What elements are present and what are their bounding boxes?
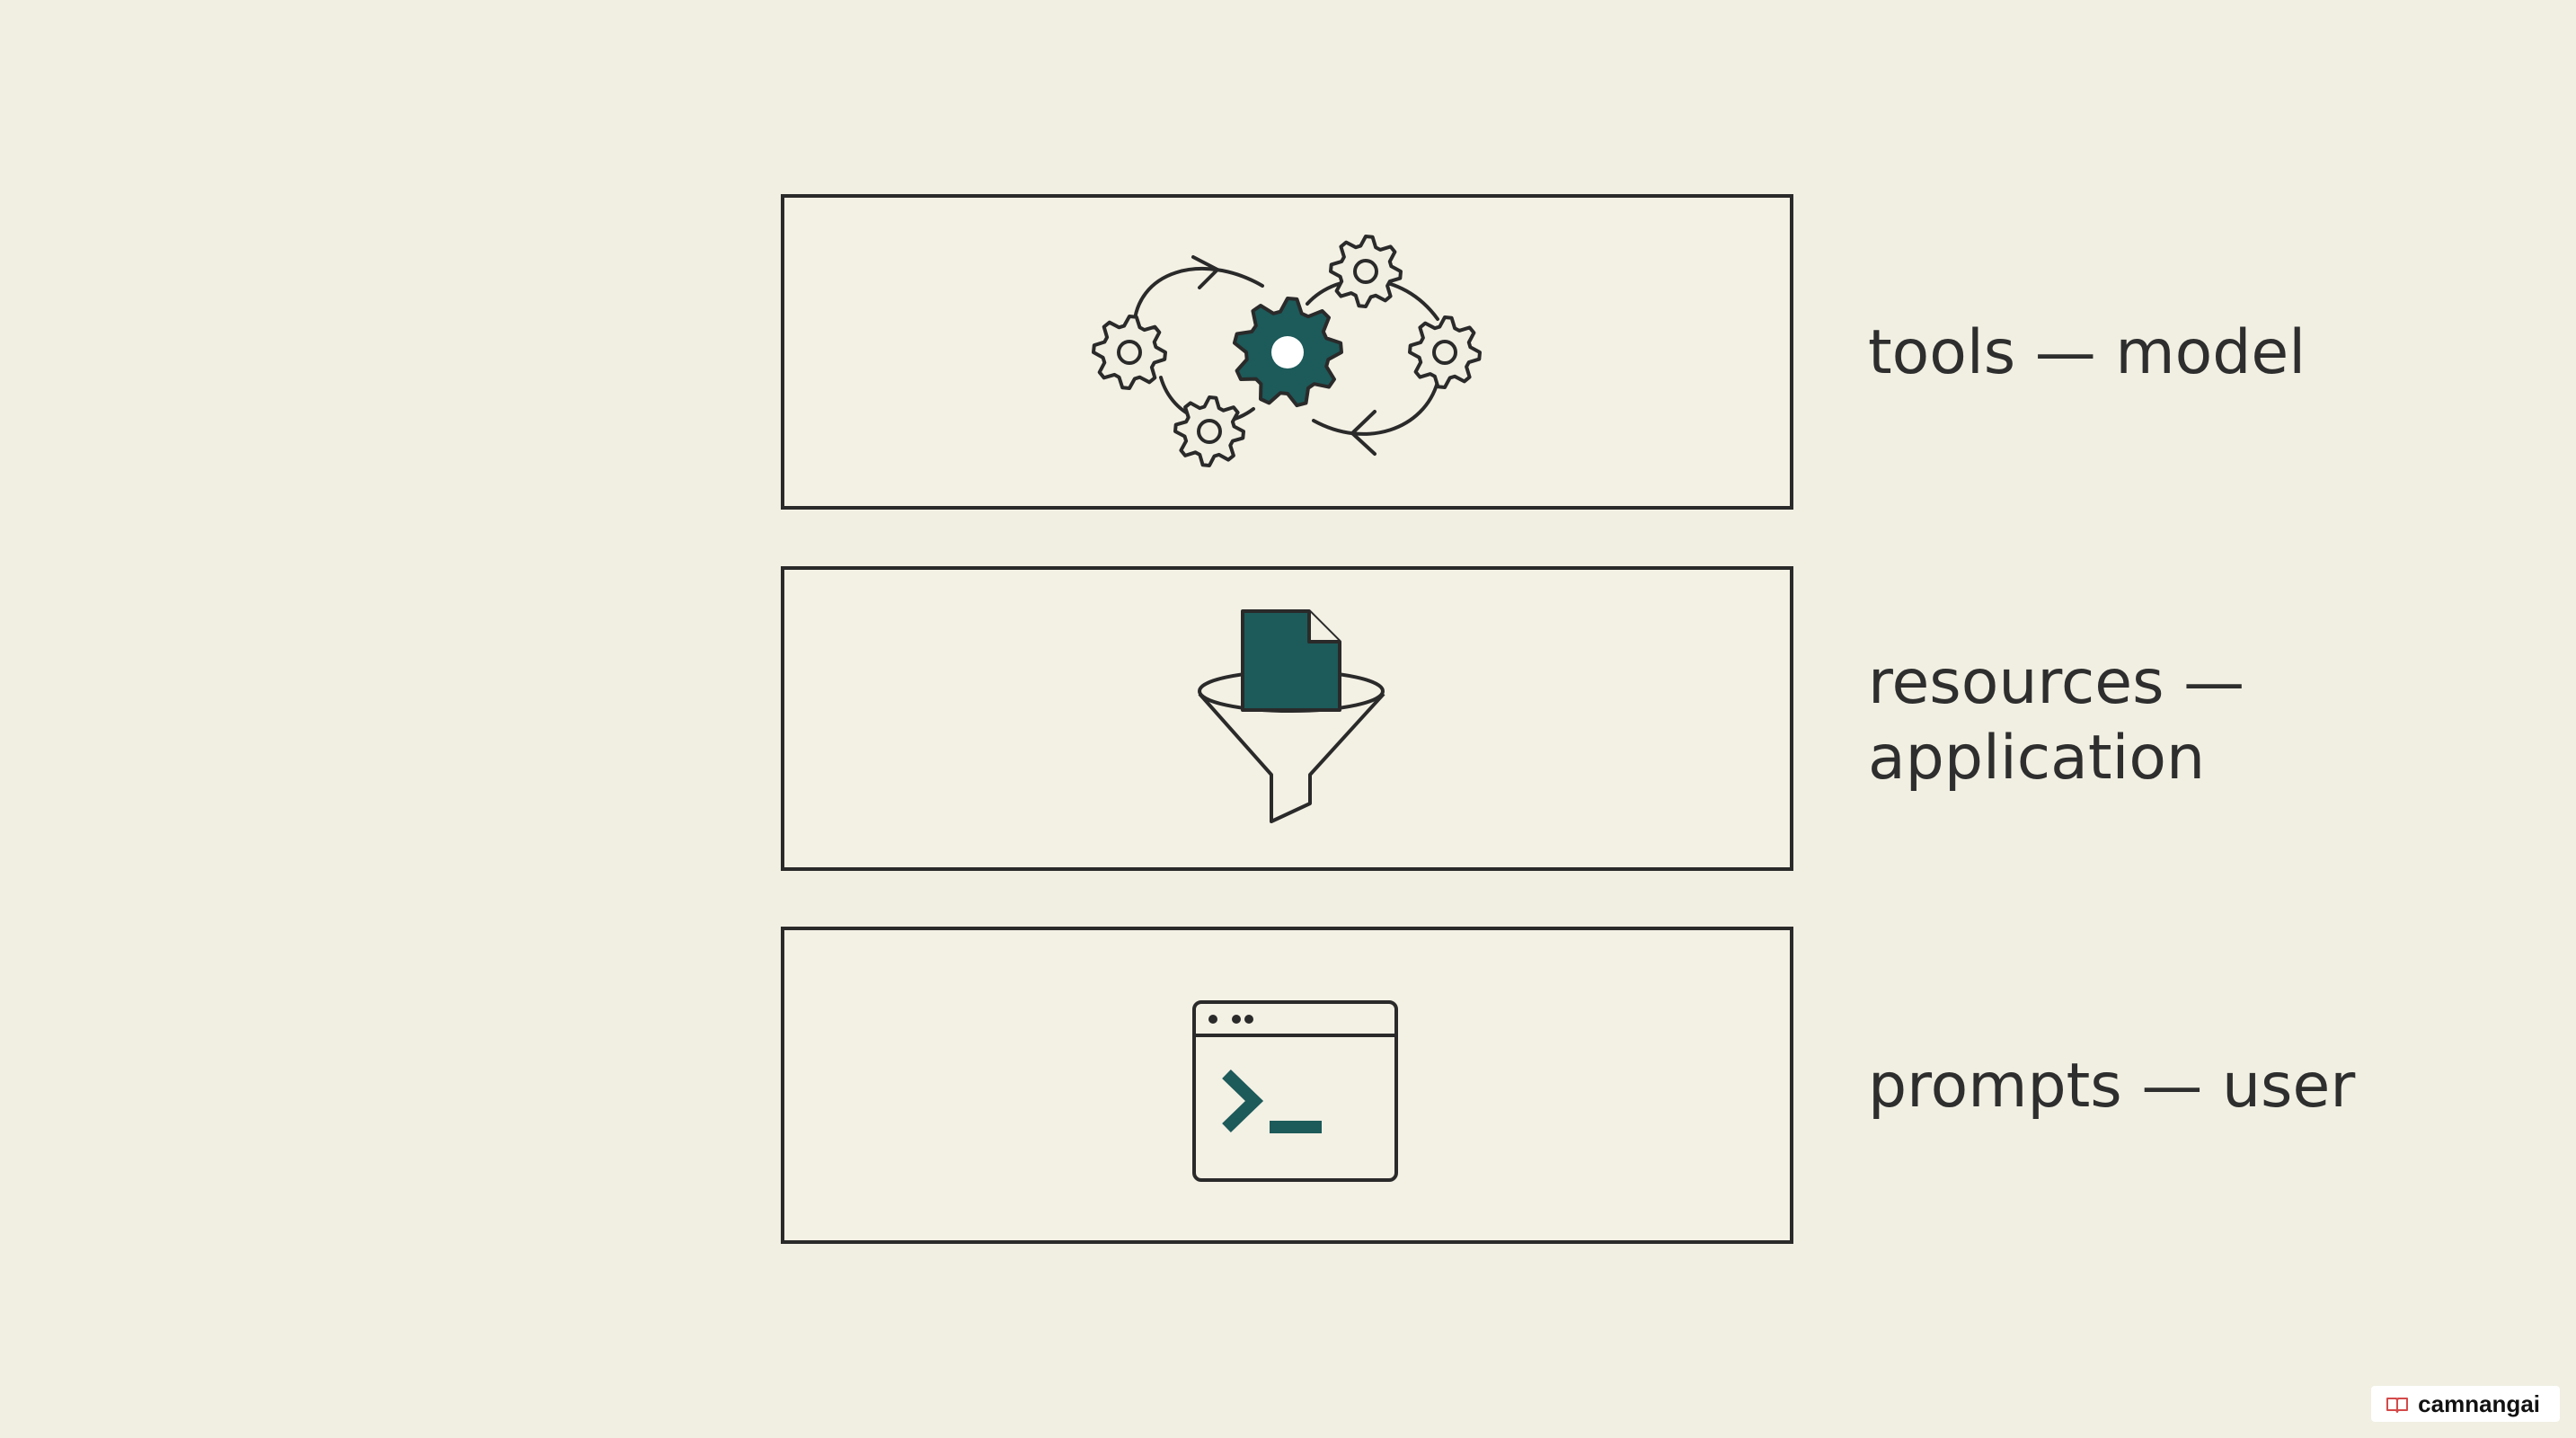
prompts-label: prompts — user — [1868, 1051, 2356, 1122]
tools-label: tools — model — [1868, 317, 2306, 388]
gear-icon — [1329, 235, 1403, 308]
gears-cycle-icon — [1092, 235, 1482, 467]
main-gear-icon — [1232, 297, 1343, 408]
watermark-badge: camnangai — [2371, 1386, 2560, 1422]
prompts-panel — [781, 927, 1793, 1244]
resources-label-line-1: resources — — [1868, 647, 2245, 718]
gear-icon — [1408, 315, 1482, 389]
window-dot — [1244, 1015, 1253, 1024]
gear-icon — [1092, 315, 1167, 390]
terminal-window-icon — [1192, 1000, 1398, 1182]
tools-panel — [781, 194, 1793, 510]
resources-panel — [781, 566, 1793, 871]
gear-icon — [1173, 395, 1245, 467]
resources-label-line-2: application — [1868, 723, 2206, 794]
book-icon — [2386, 1398, 2409, 1413]
watermark-text: camnangai — [2418, 1389, 2540, 1417]
resources-label: resources — application — [1868, 645, 2244, 796]
document-funnel-icon — [1198, 609, 1385, 823]
